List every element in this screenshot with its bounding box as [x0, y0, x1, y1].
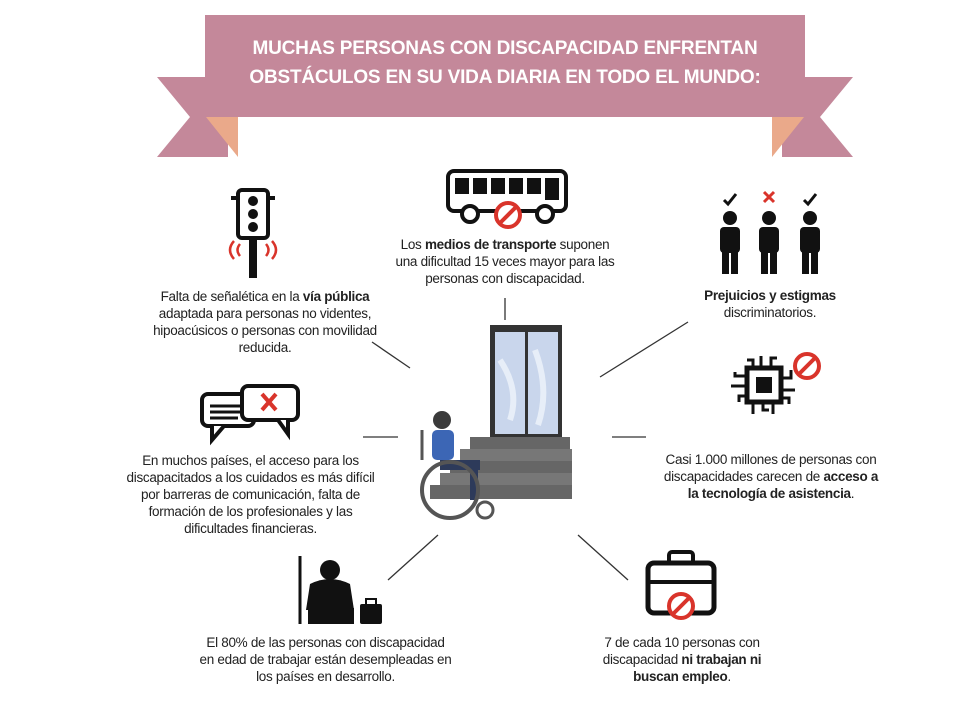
text-bold: ni trabajan ni buscan empleo	[633, 652, 762, 684]
prohibited-icon	[494, 201, 522, 229]
technology-text: Casi 1.000 millones de personas con disc…	[660, 451, 882, 502]
signage-text: Falta de señalética en la vía pública ad…	[150, 288, 380, 356]
text-part: Los	[400, 237, 425, 252]
banner-title-line2: OBSTÁCULOS EN SU VIDA DIARIA EN TODO EL …	[249, 67, 761, 88]
work-text: 7 de cada 10 personas con discapacidad n…	[592, 634, 772, 685]
text-part: adaptada para personas no videntes, hipo…	[153, 306, 377, 355]
text-part: 7 de cada 10 personas con	[604, 635, 760, 650]
banner-title: MUCHAS PERSONAS CON DISCAPACIDAD ENFRENT…	[225, 34, 785, 92]
text-bold: medios de transporte	[424, 237, 557, 252]
chip-icon	[731, 352, 821, 414]
text-bold: vía pública	[302, 289, 370, 304]
text-part: En muchos países, el acceso para los dis…	[126, 453, 375, 536]
title-banner	[157, 15, 853, 157]
banner-title-line1: MUCHAS PERSONAS CON DISCAPACIDAD ENFRENT…	[252, 38, 758, 59]
chat-bubbles-icon	[200, 384, 300, 446]
text-part: .	[850, 486, 855, 501]
sad-person-icon	[298, 556, 382, 624]
briefcase-icon	[645, 550, 717, 620]
people-icon	[720, 190, 820, 274]
text-part: Casi 1.000 millones de personas con disc…	[663, 452, 877, 484]
text-part: El 80% de las personas con discapacidad …	[199, 635, 452, 684]
traffic-light-icon	[228, 188, 278, 278]
text-part: discriminatorios.	[723, 305, 817, 320]
text-part: discapacidad	[602, 652, 682, 667]
bus-icon	[446, 169, 568, 229]
text-part: .	[727, 669, 731, 684]
prohibited-icon	[667, 592, 695, 620]
wheelchair-door-illustration	[420, 325, 572, 520]
text-part: Falta de señalética en la	[160, 289, 303, 304]
unemployment-text: El 80% de las personas con discapacidad …	[198, 634, 453, 685]
text-bold: Prejuicios y estigmas	[704, 288, 836, 303]
text-bold: acceso a la tecnología de asistencia	[687, 469, 879, 501]
communication-text: En muchos países, el acceso para los dis…	[118, 452, 383, 537]
prohibited-icon	[793, 352, 821, 380]
text-part: suponen una dificultad 15 veces mayor pa…	[395, 237, 615, 286]
prejudice-text: Prejuicios y estigmas discriminatorios.	[680, 287, 860, 321]
transport-text: Los medios de transporte suponen una dif…	[395, 236, 615, 287]
